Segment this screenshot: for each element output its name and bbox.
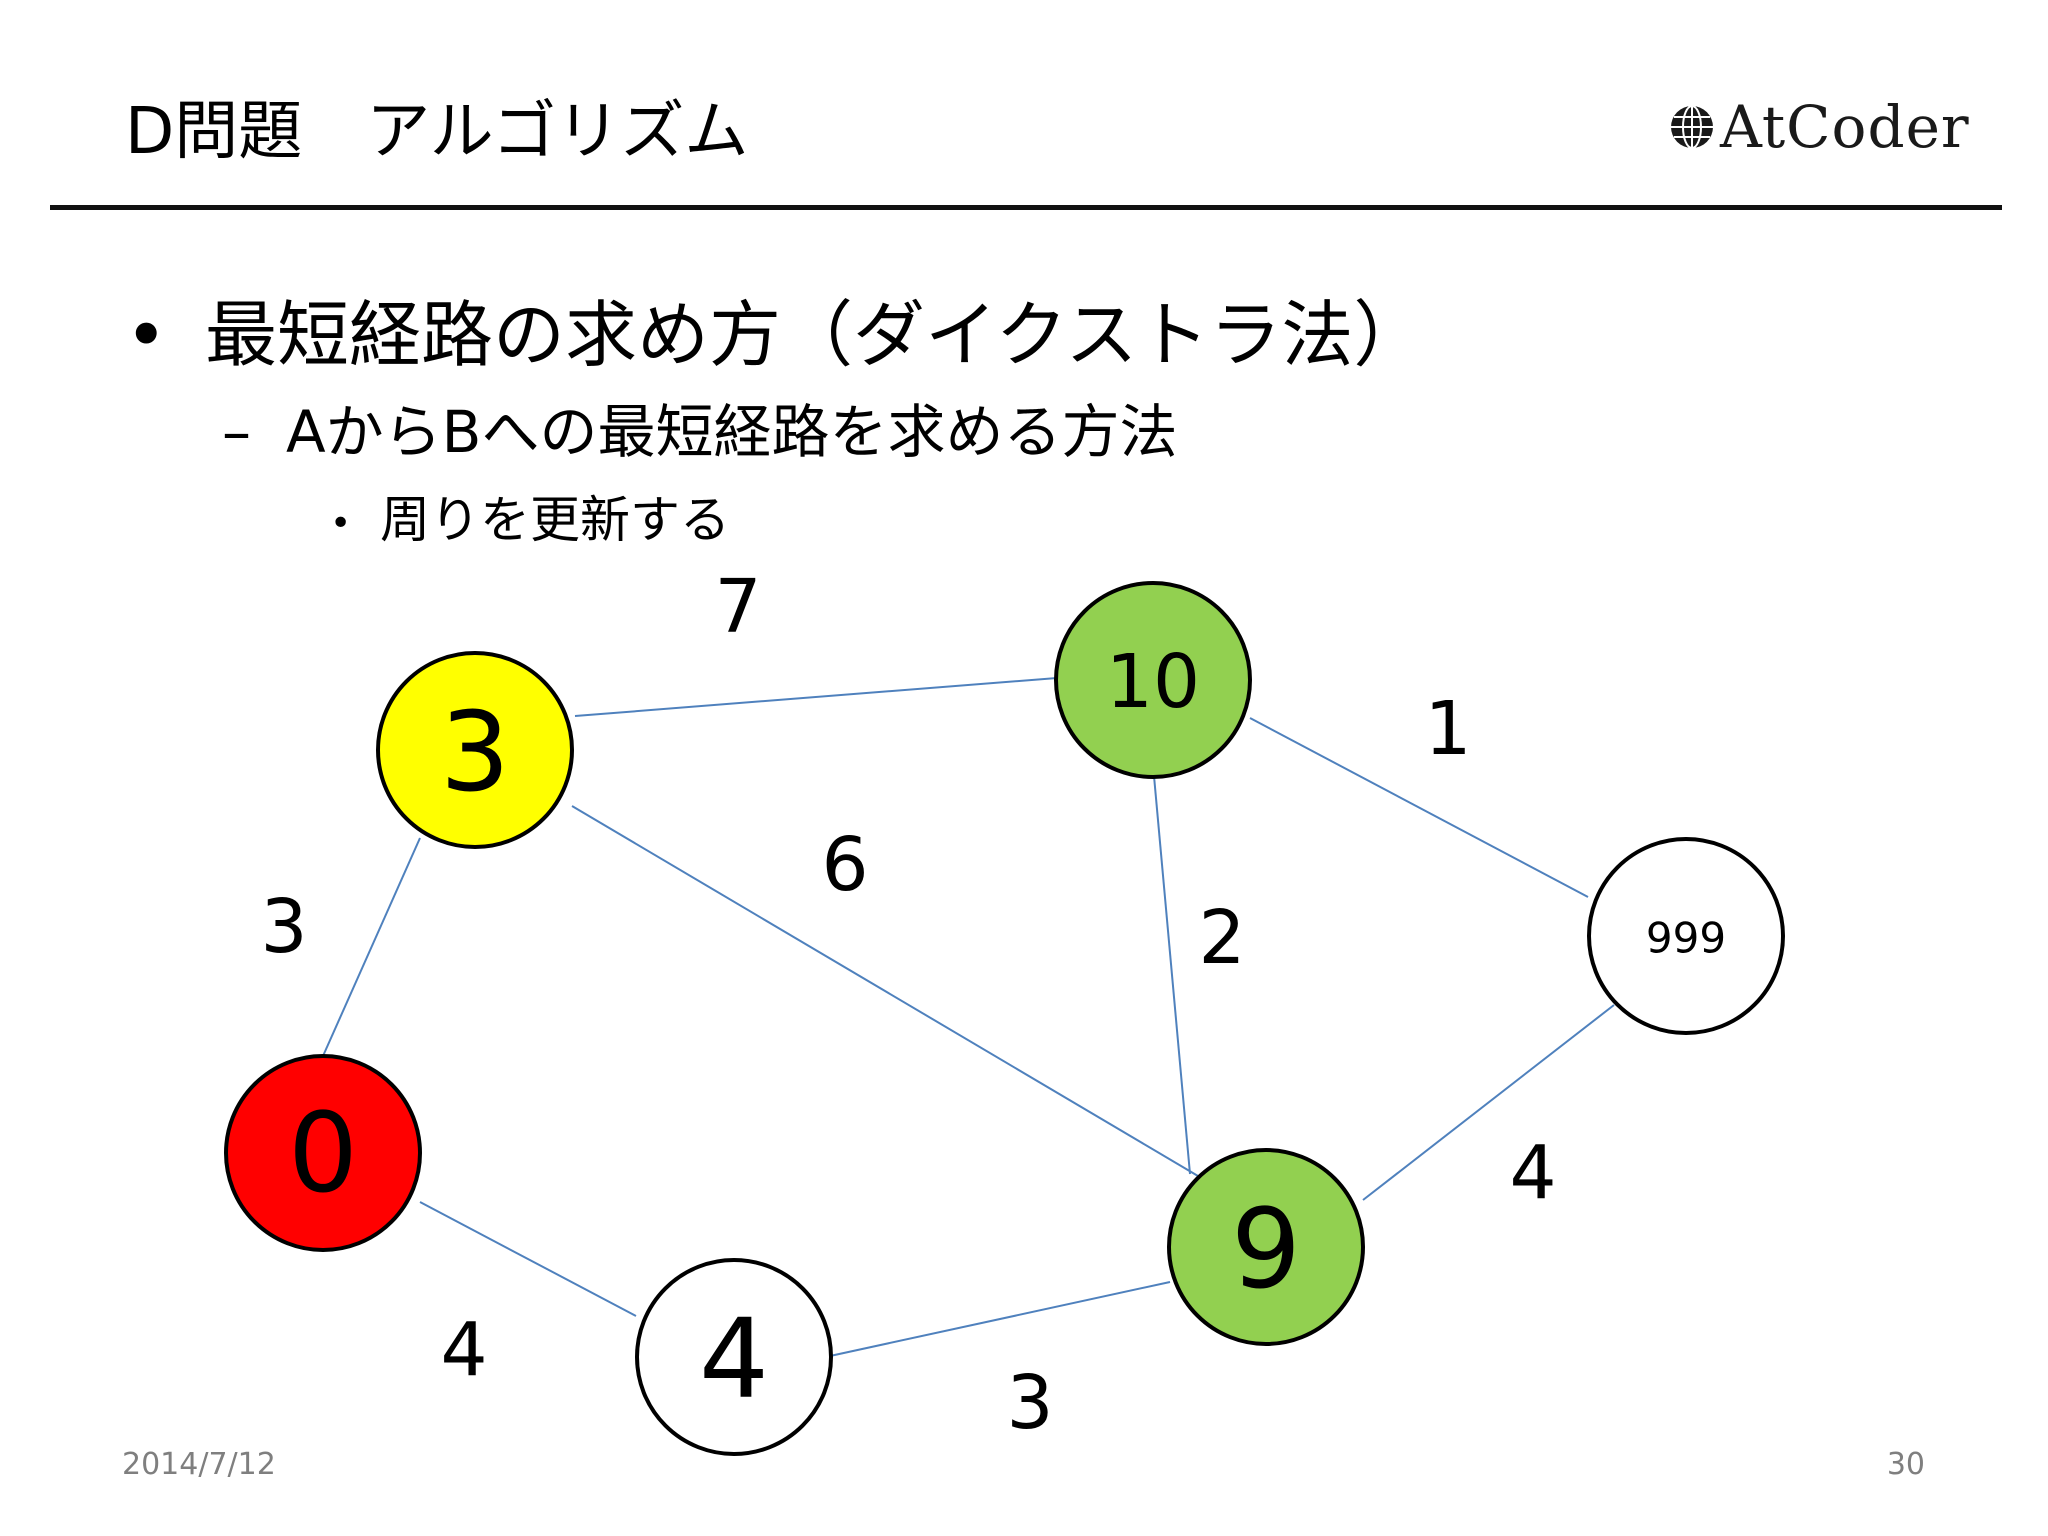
globe-icon [1671,105,1713,149]
node-3-label: 3 [440,688,510,816]
bullet-level-3-text: 周りを更新する [380,491,730,549]
edge-layer [322,677,1615,1357]
bullet-level-2: –AからBへの最短経路を求める方法 [222,395,1177,469]
node-0-label: 0 [288,1089,358,1217]
node-9-label: 9 [1231,1185,1301,1313]
node-10-label: 10 [1106,639,1200,725]
edge-weight-4-9: 3 [1006,1360,1053,1446]
edge-weight-layer: 7 1 3 6 2 4 4 3 [260,564,1556,1446]
edge-10-9 [1153,775,1191,1175]
bullet-level-2-text: AからBへの最短経路を求める方法 [286,398,1178,466]
node-999-label: 999 [1646,914,1726,963]
node-10-circle [1054,581,1252,779]
slide-title: D問題 アルゴリズム [125,95,749,169]
edge-weight-3-10: 7 [714,564,761,650]
node-10: 10 [1054,581,1252,779]
node-4-label: 4 [699,1295,769,1423]
node-999-circle [1587,837,1785,1035]
node-4: 4 [635,1258,833,1456]
bullet-level-3: • 周りを更新する [330,488,730,556]
edge-3-9 [571,805,1199,1177]
node-0-circle [224,1054,422,1252]
edge-3-0 [322,837,421,1057]
bullet-dot-icon: • [125,293,168,377]
atcoder-logo: AtCoder [1668,92,1970,162]
node-9: 9 [1167,1148,1365,1346]
bullet-level-1-text: 最短経路の求め方（ダイクストラ法） [205,293,1426,377]
node-999: 999 [1587,837,1785,1035]
edge-3-10 [574,677,1058,717]
edge-weight-3-9: 6 [821,822,868,908]
bullet-dash-icon: – [222,398,251,466]
node-4-circle [635,1258,833,1456]
bullet-dot-icon: • [330,502,352,544]
node-3: 3 [376,651,574,849]
edge-4-9 [829,1281,1171,1357]
title-divider [50,205,2002,210]
edge-weight-3-0: 3 [260,884,307,970]
node-0: 0 [224,1054,422,1252]
node-layer: 0 3 10 999 9 4 [224,581,1785,1456]
edge-weight-999-9: 4 [1509,1130,1556,1216]
edge-weight-10-9: 2 [1198,895,1245,981]
node-3-circle [376,651,574,849]
footer-page-number: 30 [1886,1447,1925,1482]
edge-weight-10-999: 1 [1424,686,1471,772]
edge-10-999 [1249,717,1589,898]
edge-0-4 [419,1201,637,1317]
node-9-circle [1167,1148,1365,1346]
bullet-level-1: • 最短経路の求め方（ダイクストラ法） [125,290,1425,380]
logo-text: AtCoder [1720,93,1970,161]
footer-date: 2014/7/12 [122,1447,276,1482]
edge-999-9 [1362,1004,1615,1201]
edge-weight-0-4: 4 [440,1307,487,1393]
